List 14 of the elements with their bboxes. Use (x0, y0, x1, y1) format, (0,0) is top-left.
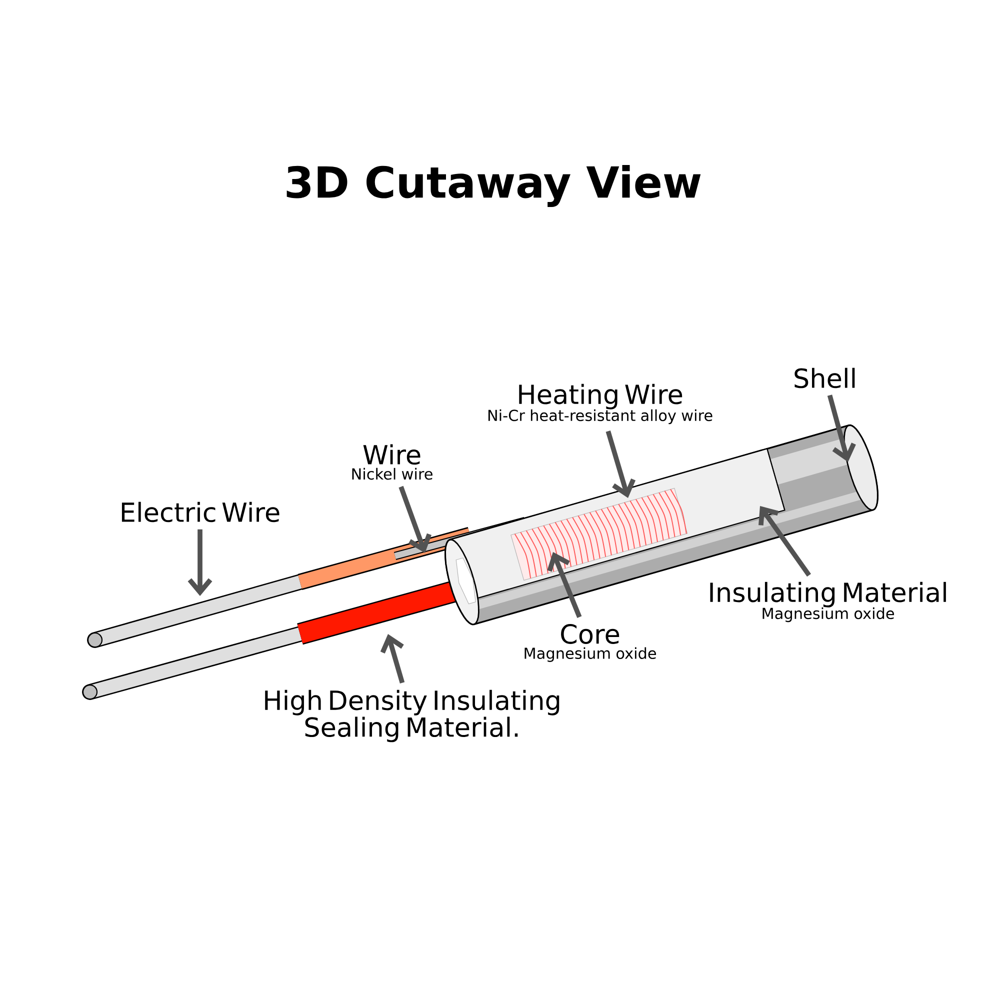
part-label: Heating Wire Ni-Cr heat-resistant alloy wire (488, 384, 712, 424)
part-label: Core Magnesium oxide (524, 624, 656, 662)
arrow (606, 430, 636, 498)
arrow (398, 486, 432, 553)
part-label: Insulating Material Magnesium oxide (710, 582, 946, 622)
part-label: High Density Insulating Sealing Material. (265, 690, 560, 742)
part-label: Electric Wire (122, 502, 280, 522)
arrow (188, 529, 212, 596)
part-label: Shell (794, 368, 855, 388)
title: 3D Cutaway View (286, 165, 701, 207)
part-label: Wire Nickel wire (352, 444, 432, 480)
arrow (827, 394, 856, 462)
arrow (758, 506, 812, 577)
arrow (380, 634, 405, 684)
